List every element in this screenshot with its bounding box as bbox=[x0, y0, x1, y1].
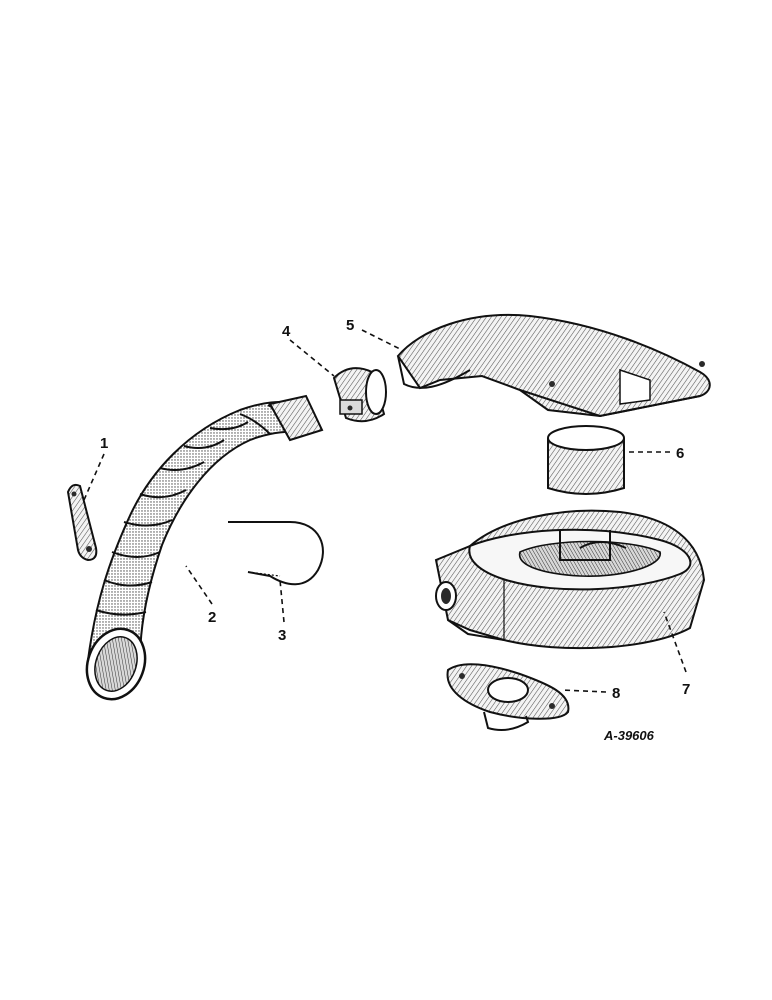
callout-labels: 1 2 3 4 5 6 7 8 bbox=[100, 317, 690, 702]
part-1-bracket bbox=[66, 483, 98, 562]
reference-number: A-39606 bbox=[603, 728, 655, 743]
callout-3: 3 bbox=[278, 627, 286, 644]
callout-7: 7 bbox=[682, 681, 690, 698]
callout-2: 2 bbox=[208, 609, 216, 626]
part-7-pump-housing bbox=[434, 509, 706, 650]
leader-4 bbox=[289, 339, 335, 377]
callout-6: 6 bbox=[676, 445, 684, 462]
part-8-gasket bbox=[446, 663, 570, 731]
leader-lines bbox=[83, 329, 687, 693]
leader-7 bbox=[663, 611, 687, 673]
part-4-hose-clamp bbox=[332, 367, 387, 423]
part-2-flexible-hose bbox=[85, 394, 324, 701]
part-6-sleeve bbox=[547, 425, 625, 495]
leader-2 bbox=[185, 565, 213, 605]
leader-3 bbox=[279, 579, 285, 623]
leader-1 bbox=[83, 453, 105, 501]
leader-8 bbox=[561, 689, 607, 693]
callout-1: 1 bbox=[100, 435, 108, 452]
callout-5: 5 bbox=[346, 317, 354, 334]
part-5-housing-cover bbox=[396, 314, 711, 418]
callout-8: 8 bbox=[612, 685, 620, 702]
part-3-u-bolt bbox=[228, 521, 324, 586]
callout-4: 4 bbox=[282, 323, 291, 340]
leader-5 bbox=[361, 329, 403, 351]
